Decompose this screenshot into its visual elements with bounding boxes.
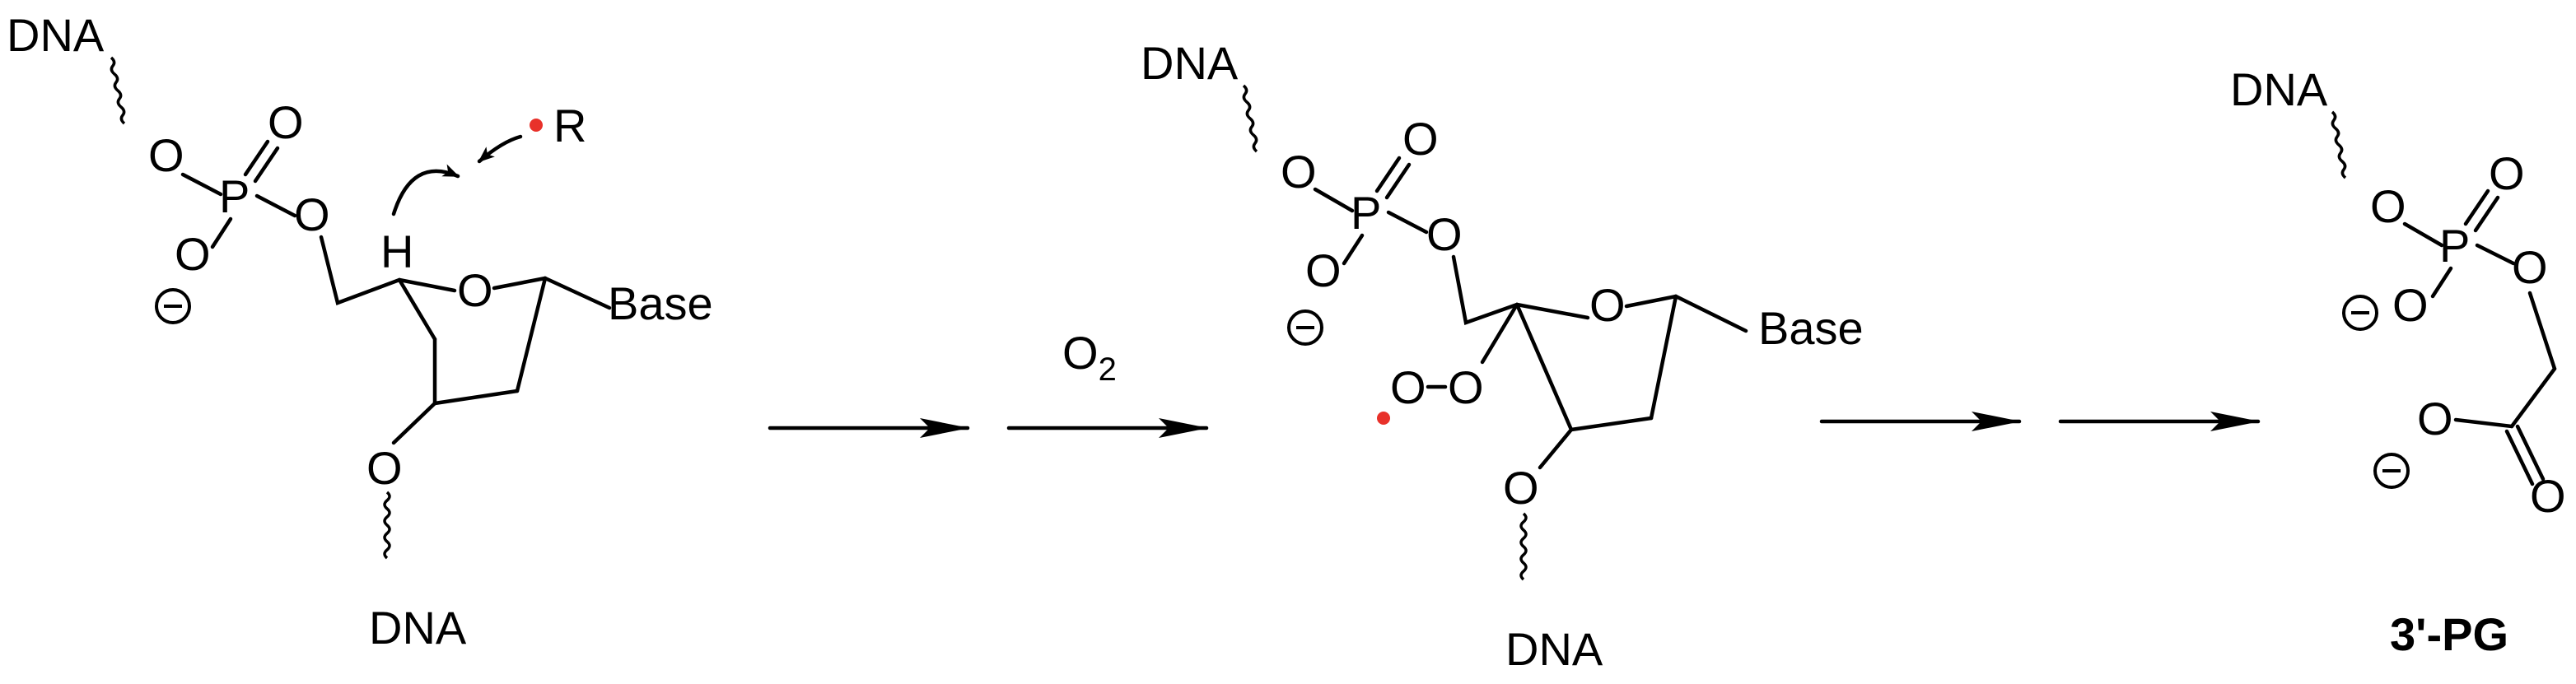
- reactant-negative-charge-icon: [155, 288, 191, 324]
- intermediate-p-o-double-bond-a: [1374, 156, 1402, 193]
- reactant-c1-c2-bond: [515, 276, 548, 393]
- reactant-phosphorus-label: P: [219, 170, 250, 222]
- reactant-o3-label: O: [366, 442, 403, 494]
- reactant-p-o-double-bond-a: [243, 139, 270, 177]
- reactant-molecule: DNA O P O O O H O Base O DNA R: [7, 9, 713, 654]
- reactant-c4-o-ring-bond: [397, 277, 457, 293]
- intermediate-dna-top-label: DNA: [1141, 37, 1239, 89]
- product-carboxylate-negative-charge-icon: [2373, 453, 2410, 489]
- reactant-p-ominus-bond: [210, 216, 233, 249]
- intermediate-peroxy-o2-label: O: [1390, 361, 1426, 413]
- reactant-c3-o-bond: [391, 401, 437, 445]
- product-carbonyl-o-label: O: [2530, 470, 2566, 522]
- product-o-ch2-bond: [2527, 291, 2557, 371]
- reagent-o2-main: O: [1062, 327, 1099, 379]
- intermediate-o3-label: O: [1503, 462, 1539, 514]
- intermediate-o1-p-bond: [1313, 187, 1355, 213]
- intermediate-c4-o-ring-bond: [1514, 302, 1590, 320]
- product-c-o-double-bond-b: [2515, 424, 2546, 482]
- reactant-h-abstraction-curved-arrow: [391, 164, 460, 216]
- reactant-base-label: Base: [608, 277, 713, 329]
- product-c-o-double-bond-a: [2504, 429, 2535, 486]
- reactant-top-dna-wavy-bond: [110, 56, 126, 125]
- reactant-o-ring-c1-bond: [492, 276, 548, 291]
- intermediate-o1-label: O: [1281, 146, 1317, 198]
- product-name-label: 3'-PG: [2390, 608, 2508, 660]
- product-p-o2-bond: [2475, 243, 2516, 266]
- intermediate-bottom-dna-wavy-bond: [1519, 512, 1528, 581]
- intermediate-c4-c3-bond: [1514, 302, 1574, 432]
- intermediate-c2-c3-bond: [1569, 416, 1654, 432]
- intermediate-p-o-double-bond-b: [1384, 162, 1412, 200]
- reactant-o-minus-label: O: [175, 228, 211, 280]
- product-c-ominus-bond: [2453, 417, 2514, 429]
- reactant-o-double-label: O: [268, 96, 304, 148]
- intermediate-peroxy-o1-label: O: [1448, 361, 1484, 413]
- reactant-hydrogen-label: H: [380, 226, 413, 277]
- reactant-radical-dot-icon: [530, 119, 543, 132]
- reactant-o2-label: O: [294, 188, 330, 240]
- intermediate-c3-o-bond: [1538, 427, 1574, 470]
- intermediate-o-ring-c1-bond: [1624, 294, 1678, 309]
- reactant-c2-c3-bond: [432, 389, 520, 406]
- intermediate-molecule: DNA O P O O O O Base O O O DNA: [1141, 37, 1864, 675]
- intermediate-p-o2-bond: [1386, 210, 1429, 235]
- intermediate-o-minus-label: O: [1305, 244, 1342, 296]
- product-o1-label: O: [2370, 180, 2406, 232]
- intermediate-phosphorus-label: P: [1351, 187, 1381, 239]
- reactant-c1-base-bond: [543, 276, 612, 310]
- product-p-o-double-bond-b: [2473, 195, 2500, 233]
- reactant-radical-group-label: R: [553, 100, 586, 151]
- product-molecule: DNA O P O O O O O 3'-PG: [2230, 63, 2566, 660]
- reagent-o2-subscript: 2: [1099, 351, 1117, 388]
- intermediate-dna-bottom-label: DNA: [1505, 623, 1603, 675]
- product-o-double-label: O: [2489, 147, 2525, 199]
- reactant-o1-label: O: [148, 129, 184, 181]
- intermediate-top-dna-wavy-bond: [1242, 84, 1258, 153]
- intermediate-c1-base-bond: [1673, 294, 1748, 333]
- intermediate-p-ominus-bond: [1342, 233, 1365, 266]
- intermediate-peroxyl-radical-dot-icon: [1377, 412, 1390, 425]
- intermediate-negative-charge-icon: [1287, 309, 1323, 346]
- product-phosphorus-label: P: [2439, 220, 2470, 272]
- reactant-o1-p-bond: [180, 172, 223, 197]
- product-top-dna-wavy-bond: [2331, 110, 2347, 179]
- reagent-o2-label: O2: [1062, 327, 1117, 388]
- product-o-minus-label: O: [2392, 279, 2429, 331]
- reactant-radical-approach-curved-arrow: [477, 134, 523, 164]
- product-carboxylate-o-label: O: [2417, 393, 2453, 444]
- reactant-ch2-bonds: [319, 235, 402, 305]
- intermediate-c4-oo-bond: [1480, 302, 1519, 365]
- product-dna-top-label: DNA: [2230, 63, 2328, 115]
- reactant-bottom-dna-wavy-bond: [383, 491, 391, 560]
- intermediate-ring-oxygen-label: O: [1589, 279, 1626, 331]
- reactant-p-o-double-bond-b: [253, 146, 280, 184]
- intermediate-ch2-bonds: [1451, 254, 1519, 326]
- reactant-p-o2-bond: [254, 193, 297, 218]
- product-p-o-double-bond-a: [2463, 188, 2490, 226]
- product-p-ominus-bond: [2430, 266, 2453, 299]
- reactant-dna-bottom-label: DNA: [369, 602, 467, 654]
- reactant-c4-c3-bond: [397, 277, 437, 342]
- reactant-ring-oxygen-label: O: [457, 264, 493, 316]
- product-o2-label: O: [2512, 241, 2548, 293]
- intermediate-o2-label: O: [1426, 208, 1463, 260]
- product-phosphate-negative-charge-icon: [2342, 295, 2378, 331]
- product-ch2-carboxyl-bond: [2509, 366, 2557, 429]
- product-o1-p-bond: [2402, 221, 2444, 248]
- reactant-dna-top-label: DNA: [7, 9, 105, 61]
- intermediate-o-double-label: O: [1402, 113, 1439, 165]
- intermediate-base-label: Base: [1758, 302, 1864, 354]
- intermediate-c1-c2-bond: [1649, 294, 1678, 421]
